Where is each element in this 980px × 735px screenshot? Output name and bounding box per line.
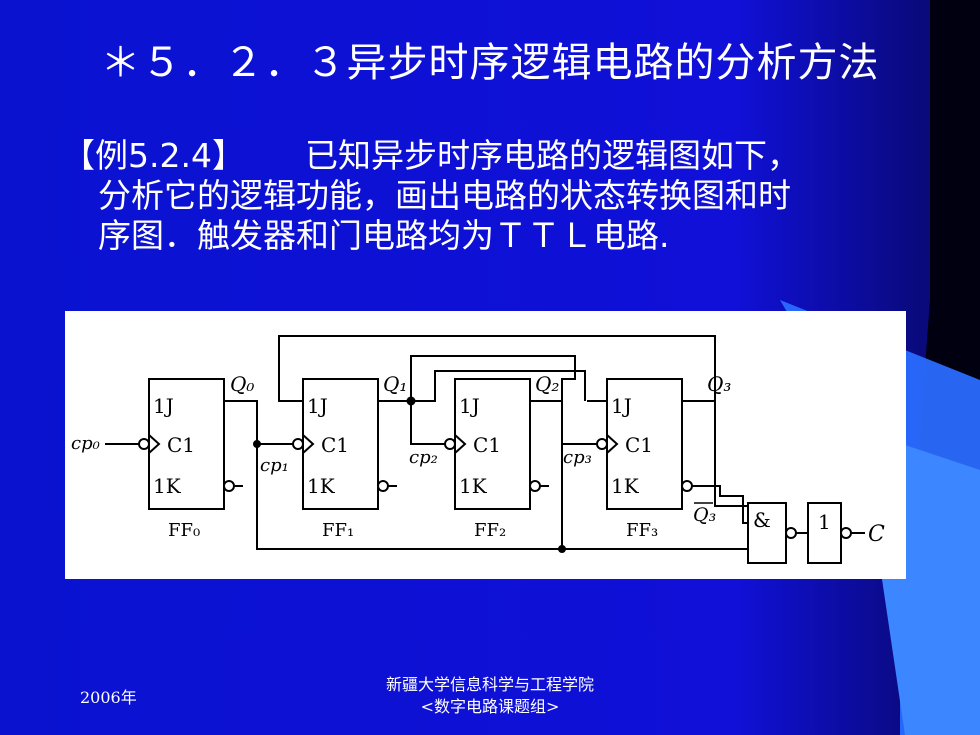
slide-title: ＊５．２．３异步时序逻辑电路的分析方法 [100, 40, 880, 86]
ff3-c-label: C1 [625, 433, 653, 457]
cp2-label: cp₂ [409, 447, 438, 468]
q1-label: Q₁ [383, 372, 407, 396]
ff3-j-label: 1J [611, 394, 632, 418]
ff0-c-label: C1 [167, 433, 195, 457]
footer-group: <数字电路课题组> [420, 697, 560, 716]
footer-year: 2006年 [80, 688, 137, 707]
q3-bar-label: Q₃ [693, 504, 716, 526]
example-paragraph: 【例5.2.4】 已知异步时序电路的逻辑图如下， 分析它的逻辑功能，画出电路的状态… [62, 136, 932, 256]
ff2-j-label: 1J [459, 394, 480, 418]
ff2-c-label: C1 [473, 433, 501, 457]
ff3-k-label: 1K [611, 474, 640, 498]
ff2-k-label: 1K [459, 474, 488, 498]
ff2-label: FF₂ [474, 520, 506, 541]
ff1-j-label: 1J [307, 394, 328, 418]
cp1-label: cp₁ [260, 455, 289, 476]
ff0-label: FF₀ [168, 520, 200, 541]
q3-label: Q₃ [707, 372, 731, 396]
q0-label: Q₀ [230, 372, 254, 396]
ff1-k-label: 1K [307, 474, 336, 498]
ff1-c-label: C1 [321, 433, 349, 457]
paragraph-line-2: 分析它的逻辑功能，画出电路的状态转换图和时 [98, 176, 791, 215]
paragraph-line-1: 【例5.2.4】 已知异步时序电路的逻辑图如下， [62, 136, 932, 176]
ff0-k-label: 1K [153, 474, 182, 498]
cp0-label: cp₀ [71, 433, 100, 454]
inverter-symbol: 1 [818, 510, 831, 534]
ff1-label: FF₁ [322, 520, 354, 541]
and-symbol: & [753, 508, 771, 532]
output-c-label: C [868, 522, 885, 547]
ff3-label: FF₃ [626, 520, 658, 541]
paragraph-line-3: 序图．触发器和门电路均为ＴＴＬ电路. [98, 216, 670, 255]
footer-center: 新疆大学信息科学与工程学院 <数字电路课题组> [300, 674, 680, 718]
ff0-j-label: 1J [153, 394, 174, 418]
example-tag: 【例5.2.4】 [62, 136, 245, 175]
cp3-label: cp₃ [563, 447, 592, 468]
footer-org: 新疆大学信息科学与工程学院 [385, 675, 594, 694]
q2-label: Q₂ [535, 372, 559, 396]
paragraph-text-1: 已知异步时序电路的逻辑图如下， [304, 136, 800, 175]
circuit-diagram: 1J C1 1K 1J C1 1K 1J C1 1K 1J C1 1K FF₀ … [65, 311, 906, 579]
